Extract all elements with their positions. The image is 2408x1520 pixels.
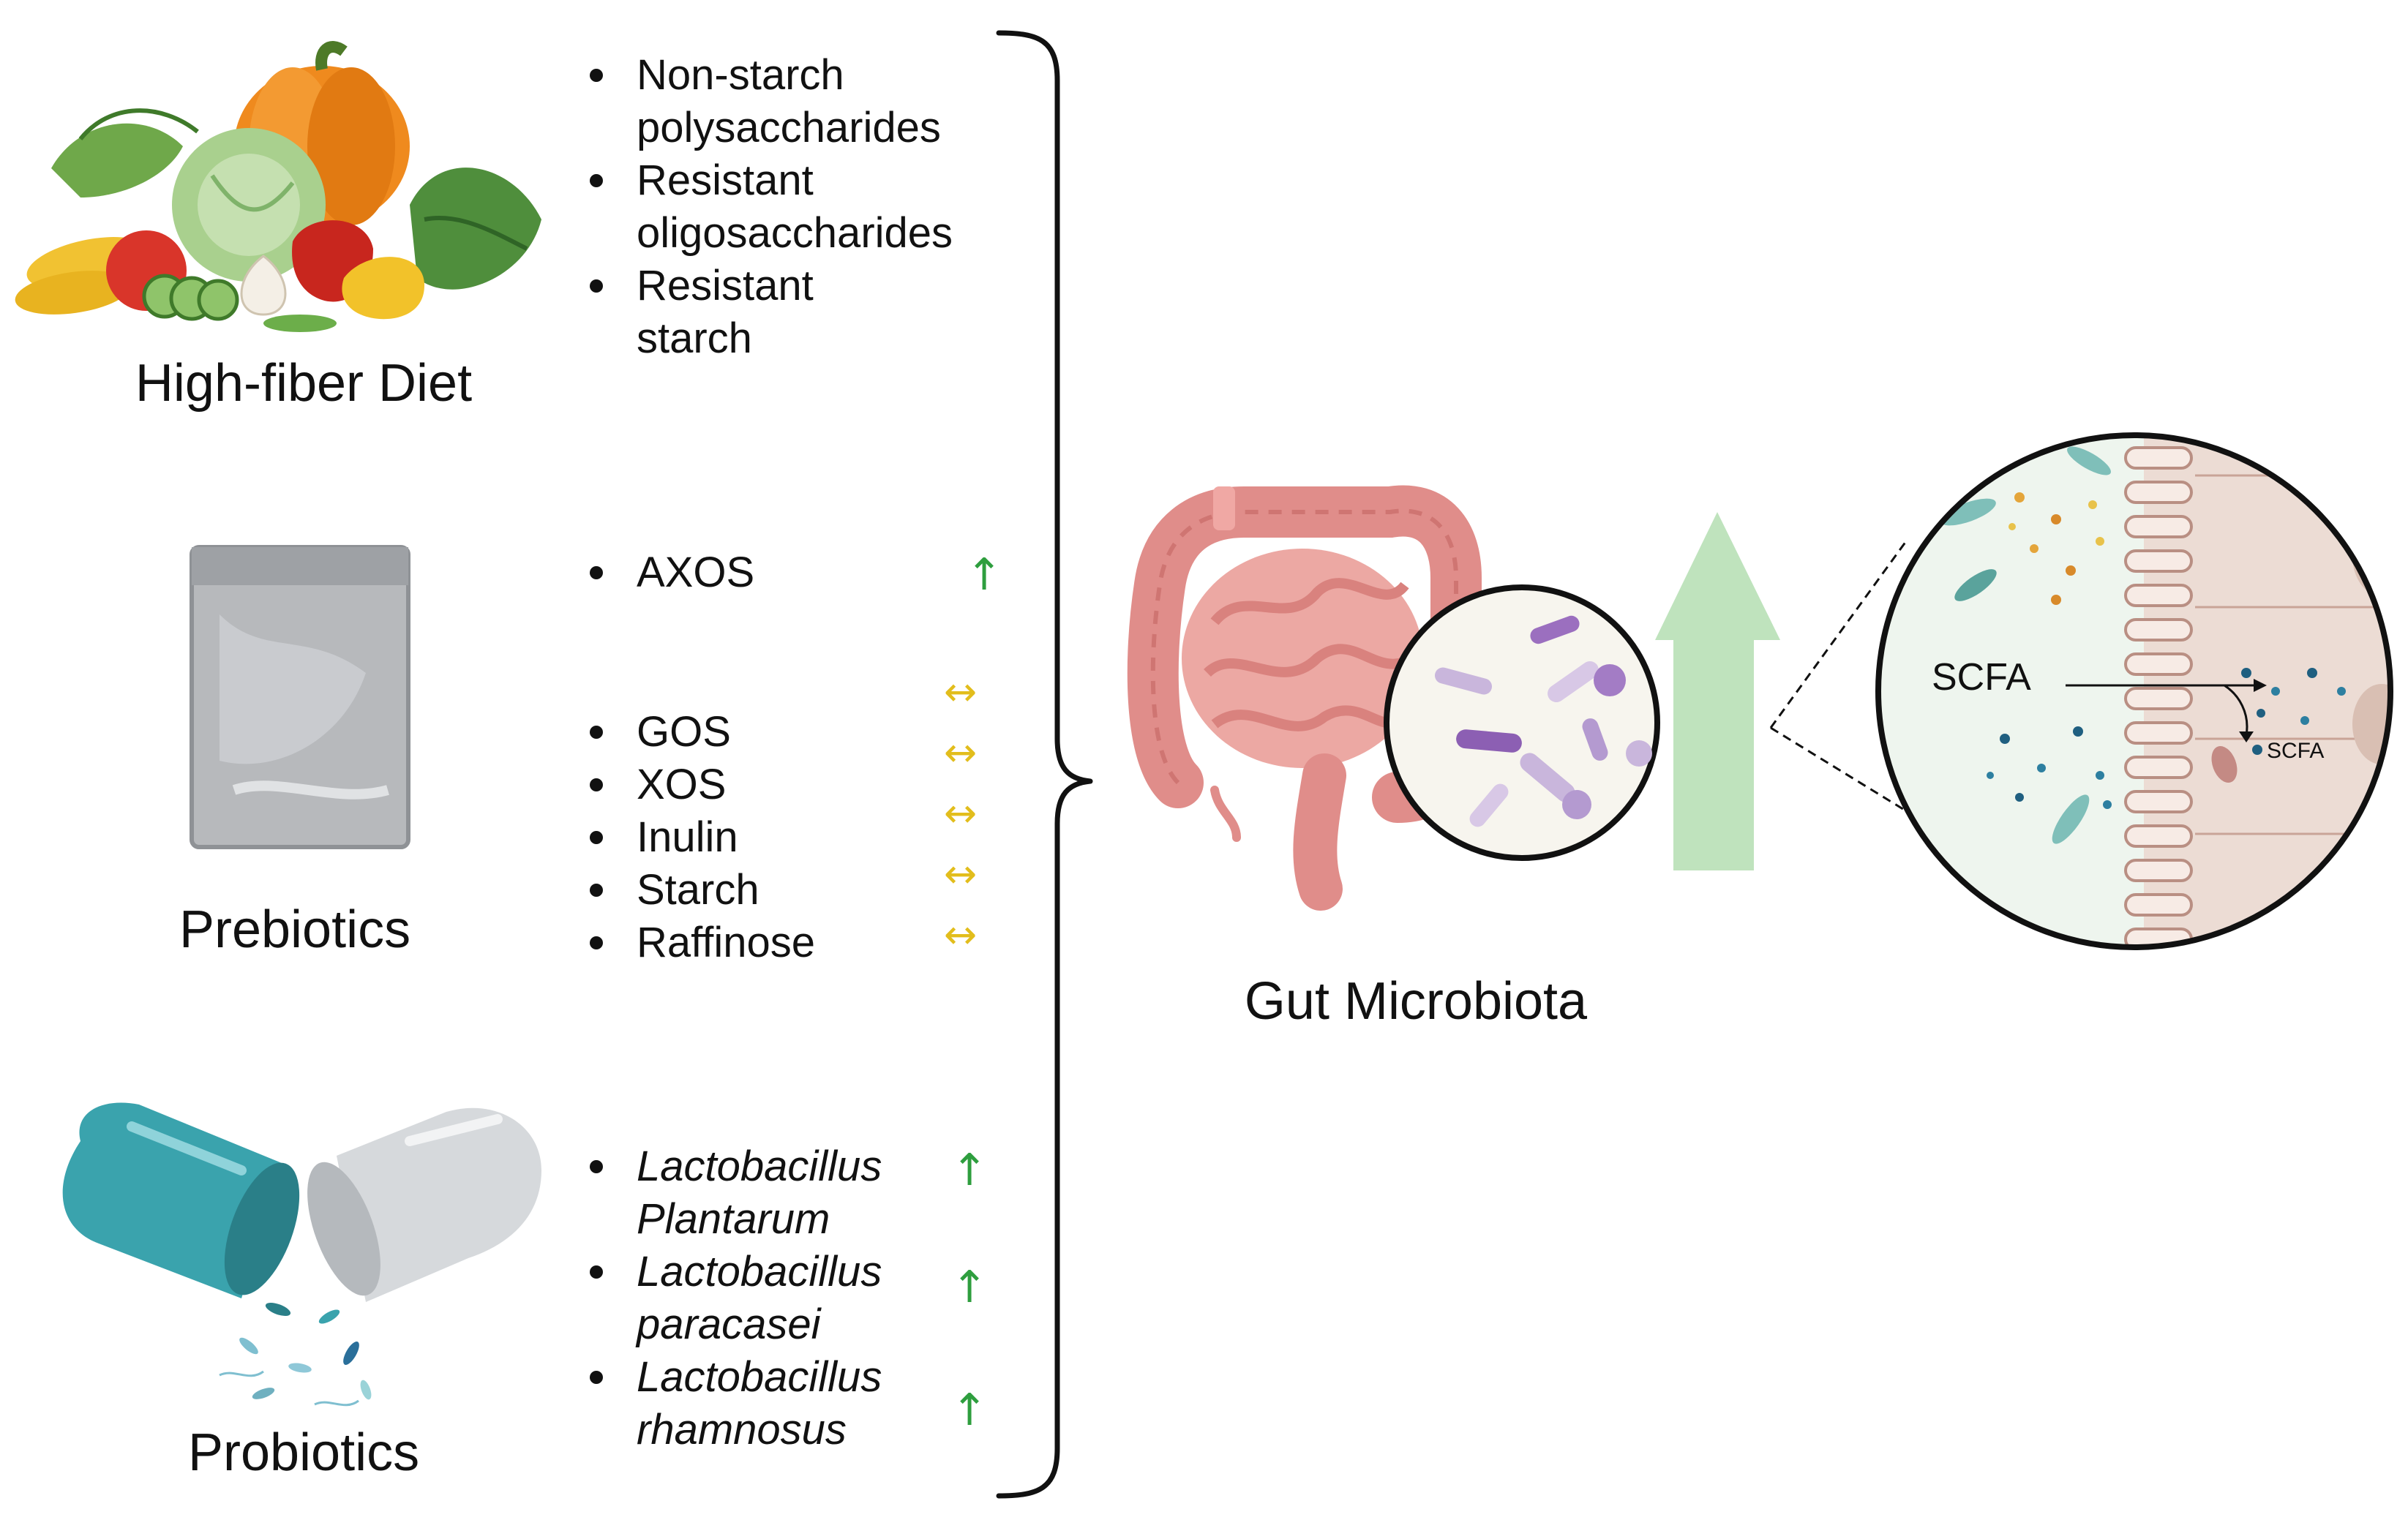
prebiotic-item-axos: AXOS — [637, 549, 754, 596]
prebiotics-label: Prebiotics — [179, 900, 410, 959]
bacteria-magnifier — [1384, 584, 1660, 861]
diet-list: Non-starch polysaccharides Resistant oli… — [590, 51, 953, 362]
diet-label: High-fiber Diet — [135, 354, 472, 413]
prebiotic-item-raffinose: Raffinose — [637, 919, 815, 966]
neutral-arrow-3: ↔ — [944, 790, 977, 836]
gut-microbiota-label: Gut Microbiota — [1245, 972, 1588, 1031]
capsule-illustration — [62, 1102, 541, 1302]
diet-item-2-line-1: Resistant — [637, 157, 814, 204]
increase-arrow-paracasei: ↑ — [951, 1262, 988, 1313]
probiotics-list: Lactobacillus Plantarum ↑ Lactobacillus … — [590, 1143, 988, 1453]
magnification-line-bottom — [1770, 726, 1980, 857]
diet-item-1-line-1: Non-starch — [637, 51, 844, 99]
probiotic-item-3-line-2: rhamnosus — [637, 1406, 847, 1453]
bullet — [590, 936, 603, 949]
bullet — [590, 69, 603, 82]
prebiotic-item-xos: XOS — [637, 761, 727, 808]
bullet — [590, 884, 603, 897]
magnifier-circle-outline — [1875, 432, 2393, 950]
probiotic-bacteria-illustration — [219, 1302, 372, 1407]
prebiotics-list: AXOS ↑ GOS XOS Inulin Starch Raffinose ↔… — [590, 549, 1002, 966]
bullet — [590, 778, 603, 791]
bullet — [590, 174, 603, 187]
probiotic-item-2-line-1: Lactobacillus — [637, 1248, 882, 1295]
prebiotic-item-gos: GOS — [637, 708, 731, 756]
scfa-label: SCFA — [1932, 656, 2031, 699]
increase-big-arrow — [1655, 512, 1780, 870]
bullet — [590, 831, 603, 844]
probiotic-item-3-line-1: Lactobacillus — [637, 1353, 882, 1401]
increase-arrow-plantarum: ↑ — [951, 1145, 988, 1196]
bullet — [590, 566, 603, 579]
prebiotic-item-inulin: Inulin — [637, 813, 738, 861]
bullet — [590, 1371, 603, 1384]
diet-item-1-line-2: polysaccharides — [637, 104, 941, 151]
increase-arrow-axos: ↑ — [966, 549, 1002, 601]
prebiotic-bag-illustration — [190, 545, 410, 849]
diet-item-2-line-2: oligosaccharides — [637, 209, 953, 257]
probiotic-item-2-line-2: paracasei — [635, 1301, 822, 1348]
increase-arrow-rhamnosus: ↑ — [951, 1385, 988, 1436]
intestinal-wall-magnifier — [1878, 435, 2390, 947]
magnification-line-top — [1769, 541, 1908, 729]
probiotic-item-1-line-1: Lactobacillus — [637, 1143, 882, 1190]
diet-item-3-line-2: starch — [637, 315, 752, 362]
bullet — [590, 1160, 603, 1173]
neutral-arrow-2: ↔ — [944, 729, 977, 775]
neutral-arrow-4: ↔ — [944, 851, 977, 897]
bullet — [590, 279, 603, 293]
prebiotic-item-starch: Starch — [637, 866, 759, 914]
probiotic-item-1-line-2: Plantarum — [637, 1195, 830, 1243]
probiotics-label: Probiotics — [188, 1423, 419, 1482]
scfa-small-label: SCFA — [2267, 739, 2324, 763]
neutral-arrow-1: ↔ — [944, 669, 977, 715]
vegetables-illustration — [15, 41, 541, 332]
bullet — [590, 726, 603, 739]
diet-item-3-line-1: Resistant — [637, 262, 814, 309]
curly-brace — [996, 30, 1093, 1499]
neutral-arrow-5: ↔ — [944, 911, 977, 957]
bullet — [590, 1265, 603, 1279]
